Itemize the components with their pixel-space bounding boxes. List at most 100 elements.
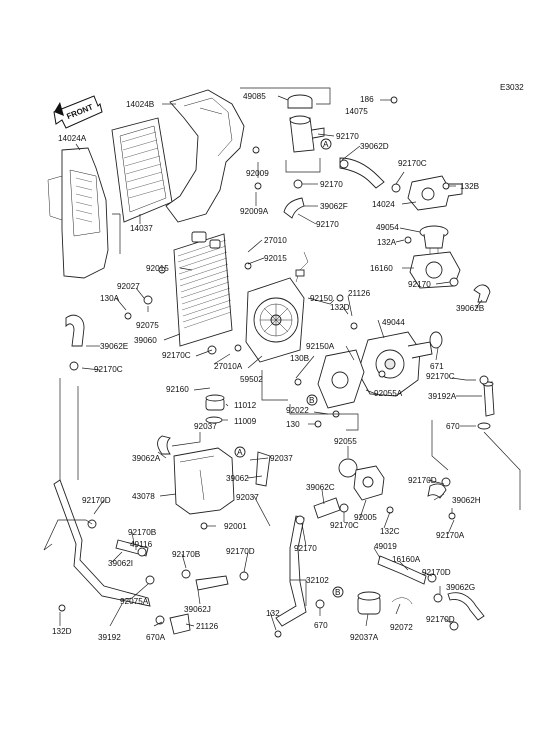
o-ring-670 [477, 422, 491, 430]
svg-text:A: A [323, 140, 329, 149]
label-49085: 49085 [243, 92, 266, 101]
reserve-tank [173, 447, 235, 515]
label-670-b: 670 [314, 621, 328, 630]
label-43078: 43078 [132, 492, 155, 501]
label-14037: 14037 [130, 224, 153, 233]
label-39060: 39060 [134, 336, 157, 345]
front-arrow-icon: FRONT [53, 95, 103, 129]
label-39062d: 39062D [360, 142, 389, 151]
label-27010a: 27010A [214, 362, 243, 371]
label-92022: 92022 [286, 406, 309, 415]
radiator-side-cover-left [47, 147, 109, 279]
label-39062g: 39062G [446, 583, 475, 592]
label-92150: 92150 [310, 294, 333, 303]
label-49019: 49019 [374, 542, 397, 551]
fasteners [58, 96, 489, 638]
reference-b-bottom: B [332, 586, 344, 598]
label-92170d-a: 92170D [408, 476, 437, 485]
label-92037-c: 92037 [236, 493, 259, 502]
thermostat [419, 225, 449, 255]
label-92072: 92072 [390, 623, 413, 632]
hose-39062a [157, 435, 171, 455]
label-132b: 132B [460, 182, 480, 191]
label-14024b: 14024B [126, 100, 155, 109]
water-pipe-39192a [482, 381, 495, 417]
label-92037-b: 92037 [270, 454, 293, 463]
label-92170b-b: 92170B [172, 550, 201, 559]
label-16160: 16160 [370, 264, 393, 273]
label-92170d-b: 92170D [82, 496, 111, 505]
label-39192a: 39192A [428, 392, 457, 401]
reference-b-mid: B [306, 394, 318, 406]
leader-lines [43, 87, 521, 631]
fitting-92005 [353, 465, 385, 501]
label-92170a: 92170A [436, 531, 465, 540]
label-92170c-d: 92170C [94, 365, 123, 374]
label-92075a: 92075A [120, 597, 149, 606]
label-92170c-b: 92170C [162, 351, 191, 360]
radiator-shroud-right [165, 89, 245, 223]
label-132: 132 [266, 609, 280, 618]
label-49044: 49044 [382, 318, 405, 327]
hose-39062-small [255, 451, 271, 487]
label-132a: 132A [377, 238, 397, 247]
filler-neck [289, 115, 325, 153]
svg-text:B: B [309, 396, 315, 405]
hose-39062c [313, 497, 341, 519]
fitting-92037a [357, 591, 381, 615]
label-39062h: 39062H [452, 496, 481, 505]
label-92170-d: 92170 [408, 280, 431, 289]
reference-a-bottom: A [234, 446, 246, 458]
label-39062e: 39062E [100, 342, 129, 351]
label-92001: 92001 [224, 522, 247, 531]
label-92009: 92009 [246, 169, 269, 178]
label-186: 186 [360, 95, 374, 104]
cooling-fan [245, 251, 309, 363]
label-92027: 92027 [117, 282, 140, 291]
thermostat-cover [407, 175, 463, 211]
o-ring-92055 [338, 458, 358, 478]
label-132c: 132C [380, 527, 400, 536]
radiator-screen-grille [111, 117, 173, 223]
diagram-code: E3032 [500, 83, 524, 92]
part-labels: 49085 14075 186 14024B 14024A 92170 3906… [52, 92, 485, 642]
label-16160a: 16160A [392, 555, 421, 564]
label-92170d-d: 92170D [422, 568, 451, 577]
label-39192: 39192 [98, 633, 121, 642]
label-49054: 49054 [376, 223, 399, 232]
label-39062i: 39062I [108, 559, 133, 568]
bracket-21126 [169, 613, 191, 635]
label-27010: 27010 [264, 236, 287, 245]
label-39062f: 39062F [320, 202, 348, 211]
label-21126-b: 21126 [196, 622, 219, 631]
label-92170c-a: 92170C [398, 159, 427, 168]
label-671: 671 [430, 362, 444, 371]
label-92055: 92055 [334, 437, 357, 446]
label-92015-b: 92015 [146, 264, 169, 273]
label-92170d-e: 92170D [426, 615, 455, 624]
label-92037-a: 92037 [194, 422, 217, 431]
label-92009a: 92009A [240, 207, 269, 216]
label-21126-a: 21126 [348, 289, 371, 298]
hose-39062g [447, 592, 485, 621]
label-39062j: 39062J [184, 605, 211, 614]
label-11009: 11009 [234, 417, 257, 426]
label-39062c: 39062C [306, 483, 335, 492]
label-130a: 130A [100, 294, 120, 303]
o-ring-671 [429, 331, 443, 349]
label-92170b-a: 92170B [128, 528, 157, 537]
water-pump-cover [317, 349, 365, 409]
radiator-cap [287, 94, 313, 109]
water-pipe-32102 [275, 515, 307, 627]
label-49116: 49116 [130, 540, 153, 549]
svg-text:B: B [335, 588, 341, 597]
label-59502: 59502 [240, 375, 263, 384]
label-92005: 92005 [354, 513, 377, 522]
label-92170d-c: 92170D [226, 547, 255, 556]
label-14024a: 14024A [58, 134, 87, 143]
label-39062: 39062 [226, 474, 249, 483]
reference-a-top: A [320, 138, 332, 150]
hose-39062b [473, 284, 491, 303]
label-32102: 32102 [306, 576, 329, 585]
